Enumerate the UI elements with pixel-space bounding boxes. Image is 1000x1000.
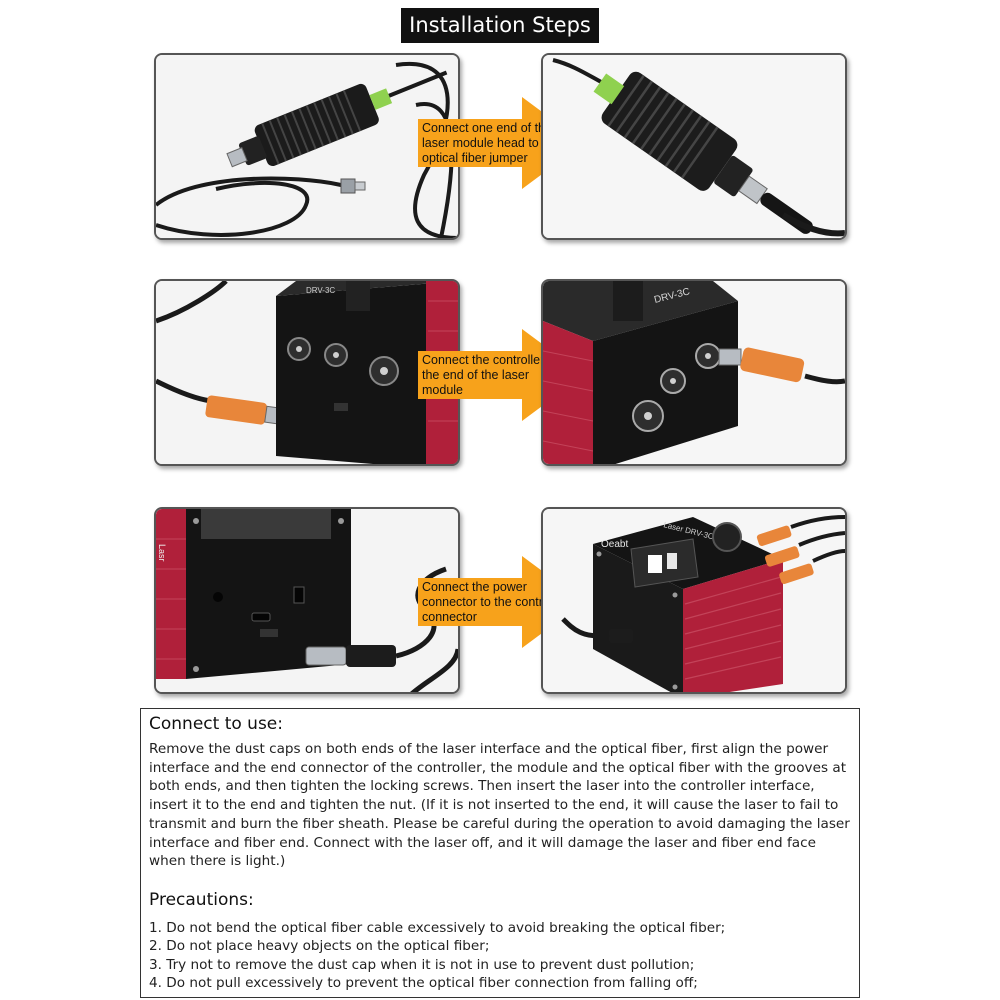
step2-after-photo: DRV-3C [541,279,847,466]
precautions-heading: Precautions: [149,890,254,910]
precautions-list: 1. Do not bend the optical fiber cable e… [149,919,851,993]
step3-after-photo: Oeabt Laser DRV-3C [541,507,847,694]
precaution-item: 3. Try not to remove the dust cap when i… [149,956,695,973]
page-title: Installation Steps [401,8,599,43]
step1-label: Connect one end of the laser module head… [422,121,557,165]
step3-before-photo: Lasr [154,507,460,694]
precaution-item: 4. Do not pull excessively to prevent th… [149,975,698,992]
step1-after-photo [541,53,847,240]
step2-before-photo: DRV-3C [154,279,460,466]
connect-heading: Connect to use: [149,714,283,734]
laser-head [226,70,448,168]
model-label-side: DRV-3C [306,286,335,295]
precaution-item: 2. Do not place heavy objects on the opt… [149,938,490,955]
step2-label: Connect the controller at the end of the… [422,353,559,397]
instructions-box: Connect to use: Remove the dust caps on … [140,708,860,998]
step1-before-photo [154,53,460,240]
connect-body: Remove the dust caps on both ends of the… [149,741,850,870]
brand-label: Oeabt [601,539,628,550]
precaution-item: 1. Do not bend the optical fiber cable e… [149,920,726,936]
rear-label: Lasr [157,544,167,562]
step3-label: Connect the power connector to the contr… [422,580,567,624]
